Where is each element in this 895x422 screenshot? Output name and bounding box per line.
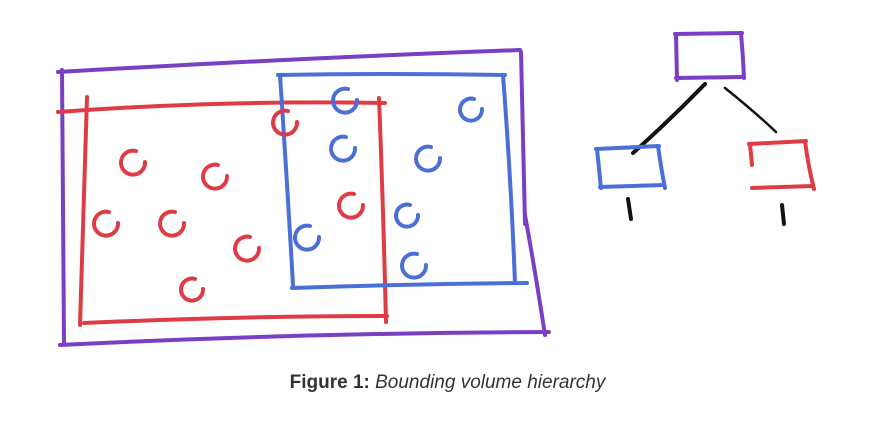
primitive-circle: [201, 162, 230, 191]
tree-node-right: [747, 139, 816, 191]
tree-node-root: [673, 31, 746, 82]
caption-text: Bounding volume hierarchy: [375, 372, 606, 393]
primitive-circle: [293, 223, 322, 252]
blue-primitives: [293, 86, 485, 280]
tree-edges: [626, 82, 786, 226]
primitive-circle: [271, 108, 300, 137]
primitive-circle: [337, 191, 366, 220]
leaf-stub-right: [780, 203, 786, 226]
primitive-circle: [331, 86, 360, 115]
tree-node-left: [594, 144, 667, 190]
primitive-circle: [179, 276, 206, 303]
leaf-stub-left: [626, 197, 633, 221]
right-child-bounding-box: [276, 72, 529, 290]
tree-edge-right: [723, 86, 778, 134]
primitive-circle: [158, 209, 187, 238]
caption-label: Figure 1:: [289, 372, 370, 393]
primitive-circle: [233, 234, 262, 263]
primitive-circle: [458, 96, 485, 123]
primitive-circle: [394, 202, 421, 229]
scene: [56, 48, 551, 347]
left-child-bounding-box: [56, 95, 389, 327]
tree-diagram: [594, 31, 816, 226]
primitive-circle: [119, 148, 148, 177]
figure-caption: Figure 1: Bounding volume hierarchy: [0, 372, 895, 394]
red-primitives: [92, 108, 366, 303]
root-bounding-box: [56, 48, 551, 347]
primitive-circle: [414, 144, 443, 173]
primitive-circle: [329, 134, 358, 163]
primitive-circle: [92, 209, 121, 238]
primitive-circle: [400, 251, 429, 280]
tree-edge-left: [631, 82, 707, 155]
